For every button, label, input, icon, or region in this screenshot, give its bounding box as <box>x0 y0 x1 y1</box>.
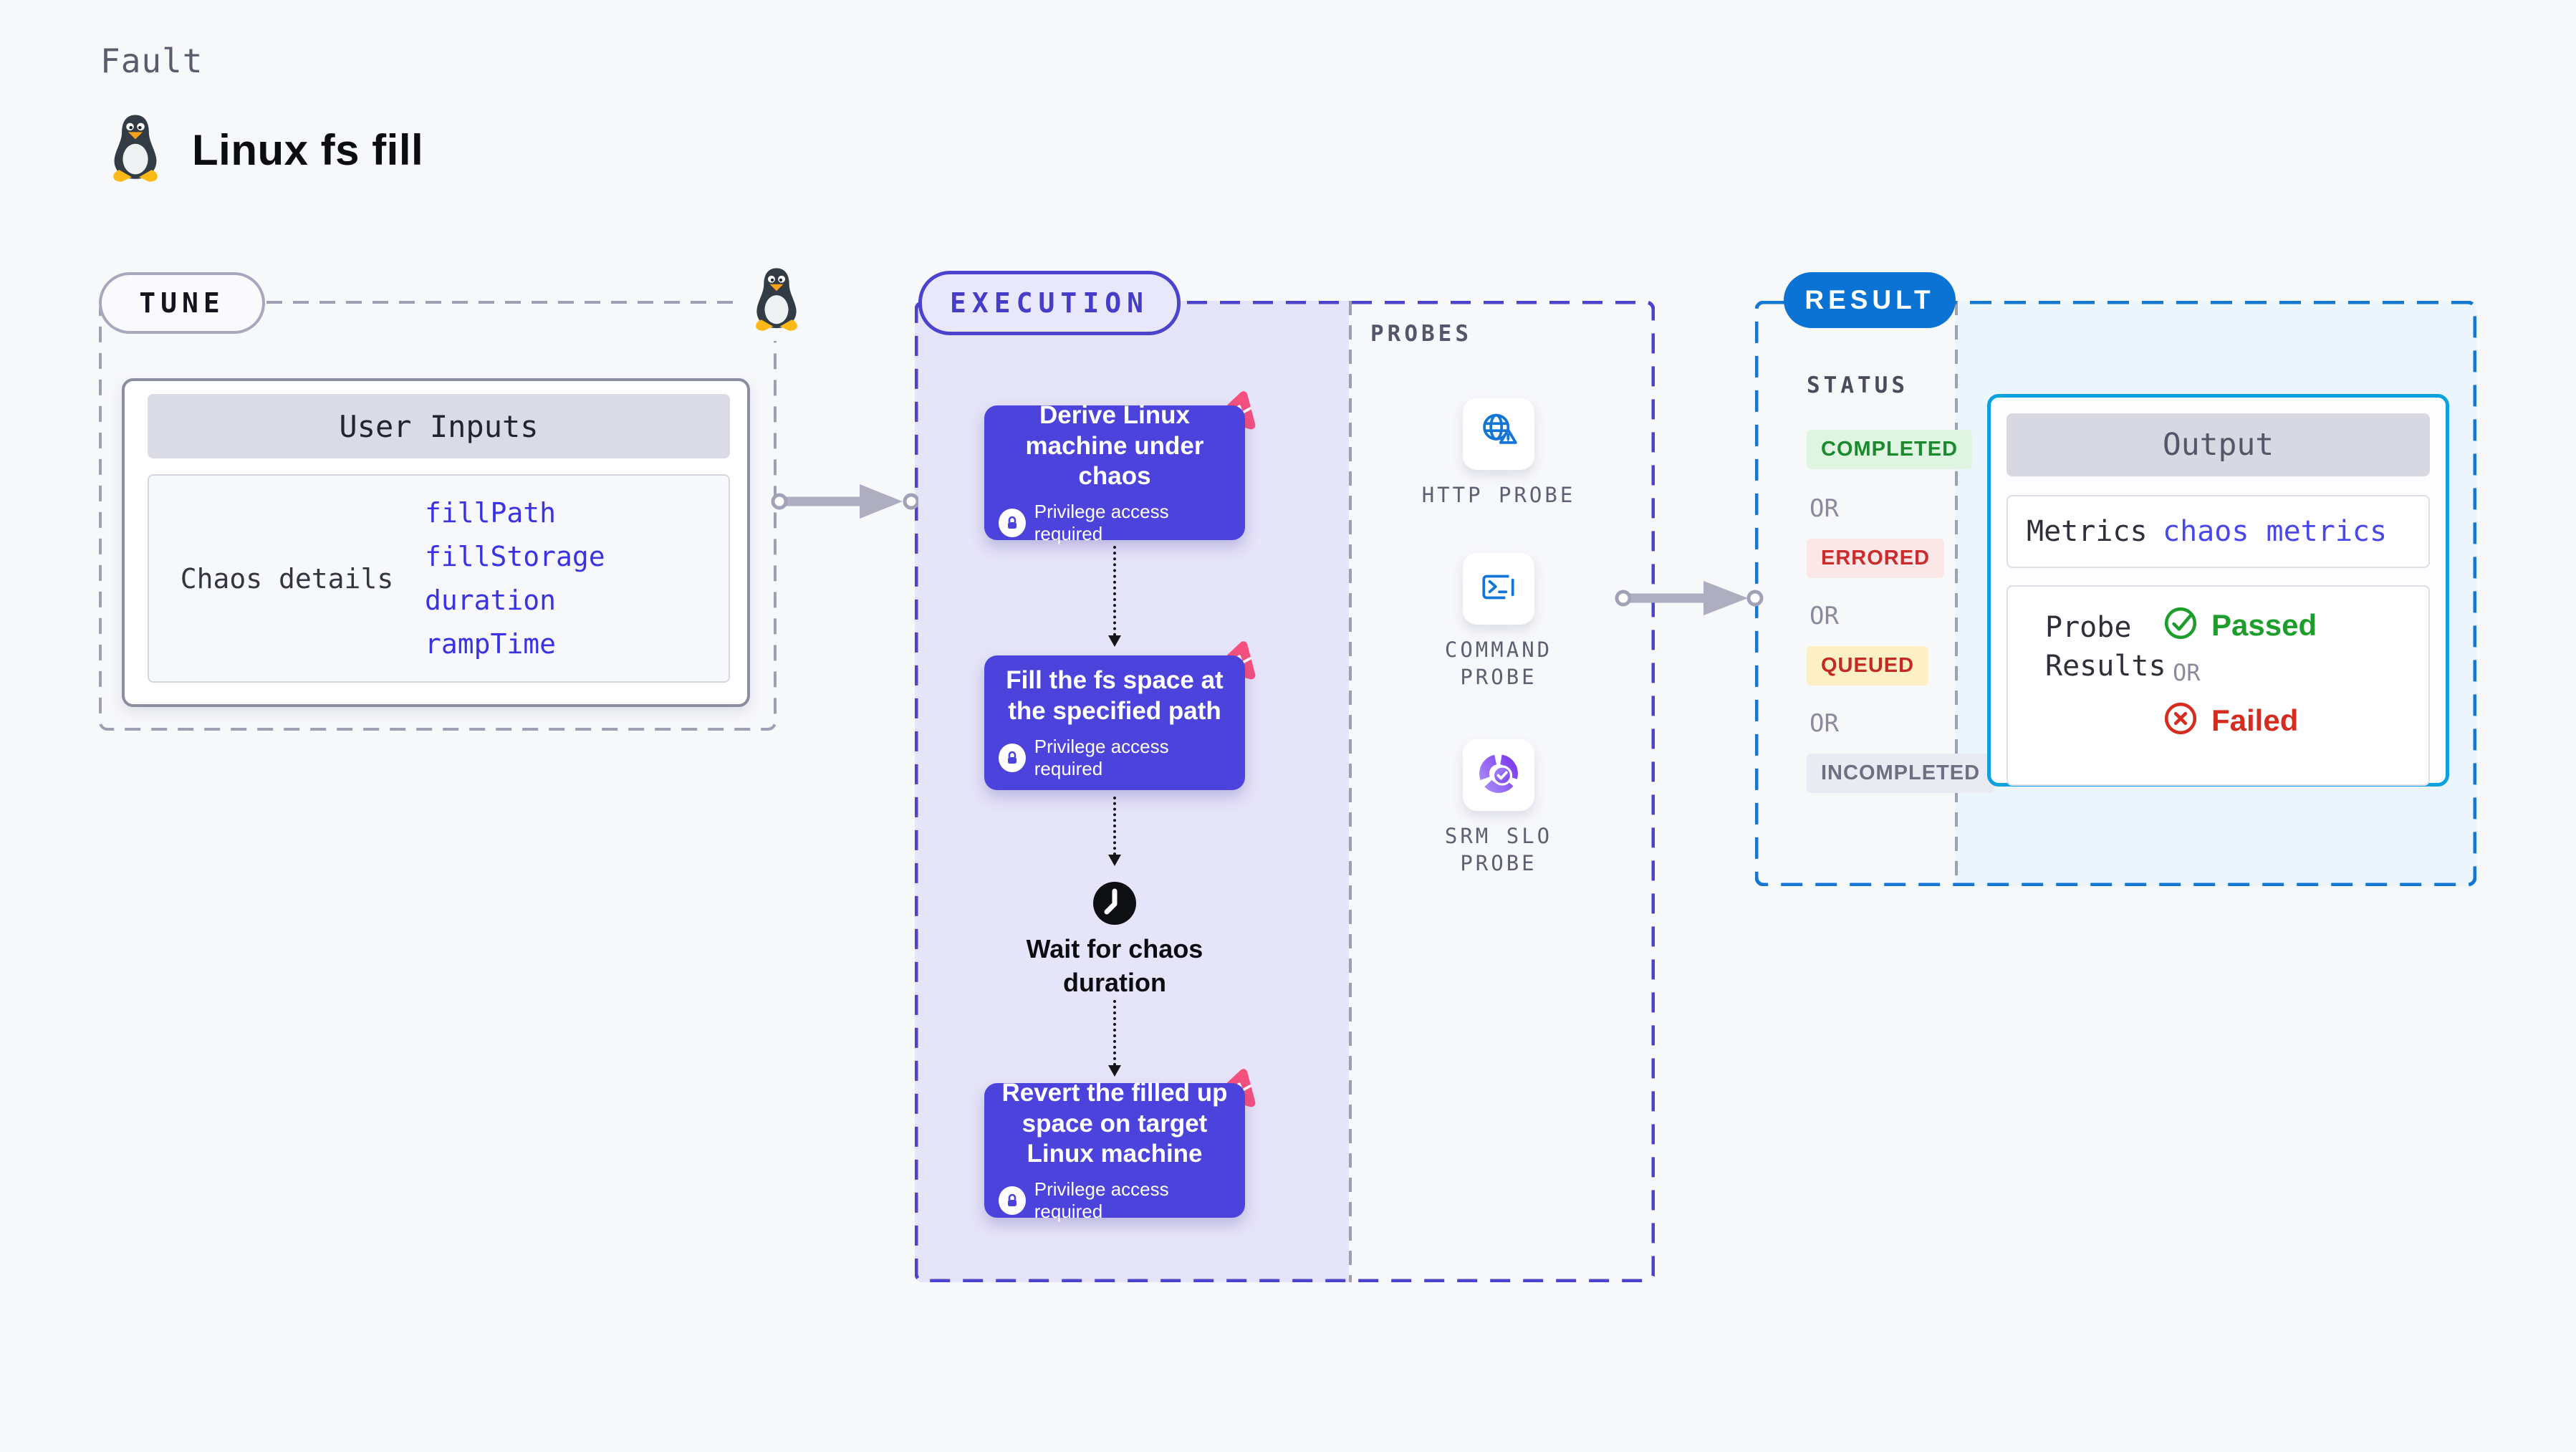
user-inputs-header: User Inputs <box>148 394 730 458</box>
step-card-revert: Revert the filled up space on target Lin… <box>984 1079 1245 1222</box>
result-divider <box>1955 301 1958 886</box>
chaos-details-inputs: fillPath fillStorage duration rampTime <box>425 476 605 681</box>
check-circle-icon <box>2163 605 2198 645</box>
x-circle-icon <box>2163 701 2198 740</box>
or-separator: OR <box>2173 659 2201 686</box>
input-link-fillstorage[interactable]: fillStorage <box>425 541 605 572</box>
flow-arrow-1 <box>1108 546 1121 647</box>
linux-tux-small-icon <box>749 266 804 336</box>
failed-label: Failed <box>2211 703 2299 737</box>
result-section-pill: RESULT <box>1784 272 1956 328</box>
privilege-note: Privilege access required <box>1034 501 1169 545</box>
privilege-note: Privilege access required <box>1034 1178 1169 1223</box>
status-badge-errored: ERRORED <box>1807 539 1945 578</box>
tune-section-pill: TUNE <box>99 272 265 334</box>
probe-results-label: Probe Results <box>2045 611 2166 683</box>
output-header: Output <box>2007 413 2430 476</box>
page-title-row: Linux fs fill <box>106 113 423 187</box>
http-probe-card <box>1463 398 1534 470</box>
or-separator: OR <box>1810 709 1839 738</box>
status-badge-incompleted: INCOMPLETED <box>1807 754 1995 793</box>
page-title: Linux fs fill <box>192 126 424 174</box>
command-probe-card <box>1463 553 1534 625</box>
command-probe-label: COMMAND PROBE <box>1444 638 1553 690</box>
metrics-label: Metrics <box>2027 515 2148 548</box>
execution-section-pill: EXECUTION <box>918 271 1181 335</box>
step-card-derive: Derive Linux machine under chaos Privile… <box>984 401 1245 544</box>
status-badge-completed: COMPLETED <box>1807 430 1973 469</box>
user-inputs-card: User Inputs Chaos details fillPath fillS… <box>122 378 750 707</box>
user-inputs-table: Chaos details fillPath fillStorage durat… <box>148 474 730 683</box>
status-heading: STATUS <box>1807 372 1908 398</box>
flow-arrow-2 <box>1108 797 1121 866</box>
privilege-row: Privilege access required <box>999 1178 1231 1223</box>
lock-icon <box>999 743 1026 772</box>
linux-tux-icon <box>106 113 165 187</box>
or-separator: OR <box>1810 602 1839 630</box>
execution-to-result-arrow <box>1615 581 1764 615</box>
input-link-fillpath[interactable]: fillPath <box>425 497 557 529</box>
passed-line: Passed <box>2163 605 2317 645</box>
metrics-row: Metrics chaos metrics <box>2007 495 2430 568</box>
srm-slo-probe-card <box>1463 739 1534 811</box>
step-card-fill: Fill the fs space at the specified path … <box>984 655 1245 790</box>
terminal-icon <box>1478 567 1519 612</box>
srm-slo-probe-label: SRM SLO PROBE <box>1444 824 1553 876</box>
privilege-row: Privilege access required <box>999 736 1231 780</box>
slo-donut-icon <box>1477 752 1520 799</box>
step-title: Derive Linux machine under chaos <box>1025 400 1204 491</box>
clock-icon <box>1092 880 1138 926</box>
status-badge-queued: QUEUED <box>1807 646 1929 686</box>
output-card: Output Metrics chaos metrics Probe Resul… <box>1987 394 2449 787</box>
chaos-details-label: Chaos details <box>180 562 394 595</box>
tune-to-execution-arrow <box>771 484 918 519</box>
input-link-ramptime[interactable]: rampTime <box>425 628 557 660</box>
wait-step-label: Wait for chaos duration <box>1026 934 1203 997</box>
flow-arrow-3 <box>1108 1000 1121 1077</box>
passed-label: Passed <box>2211 607 2317 642</box>
globe-alert-icon <box>1476 410 1521 458</box>
privilege-row: Privilege access required <box>999 501 1231 545</box>
failed-line: Failed <box>2163 701 2317 740</box>
or-separator: OR <box>1810 494 1839 523</box>
lock-icon <box>999 509 1026 538</box>
probes-heading: PROBES <box>1370 321 1472 347</box>
step-title: Fill the fs space at the specified path <box>1006 666 1224 725</box>
privilege-note: Privilege access required <box>1034 735 1169 779</box>
http-probe-label: HTTP PROBE <box>1421 483 1576 507</box>
step-title: Revert the filled up space on target Lin… <box>1001 1078 1228 1168</box>
probes-divider <box>1349 301 1352 1282</box>
probe-results-row: Probe Results Passed OR Failed <box>2007 585 2430 786</box>
probe-results-values: Passed OR Failed <box>2163 605 2317 740</box>
input-link-duration[interactable]: duration <box>425 585 557 616</box>
lock-icon <box>999 1186 1026 1216</box>
page-kicker: Fault <box>100 42 203 80</box>
chaos-metrics-link[interactable]: chaos metrics <box>2163 515 2388 548</box>
